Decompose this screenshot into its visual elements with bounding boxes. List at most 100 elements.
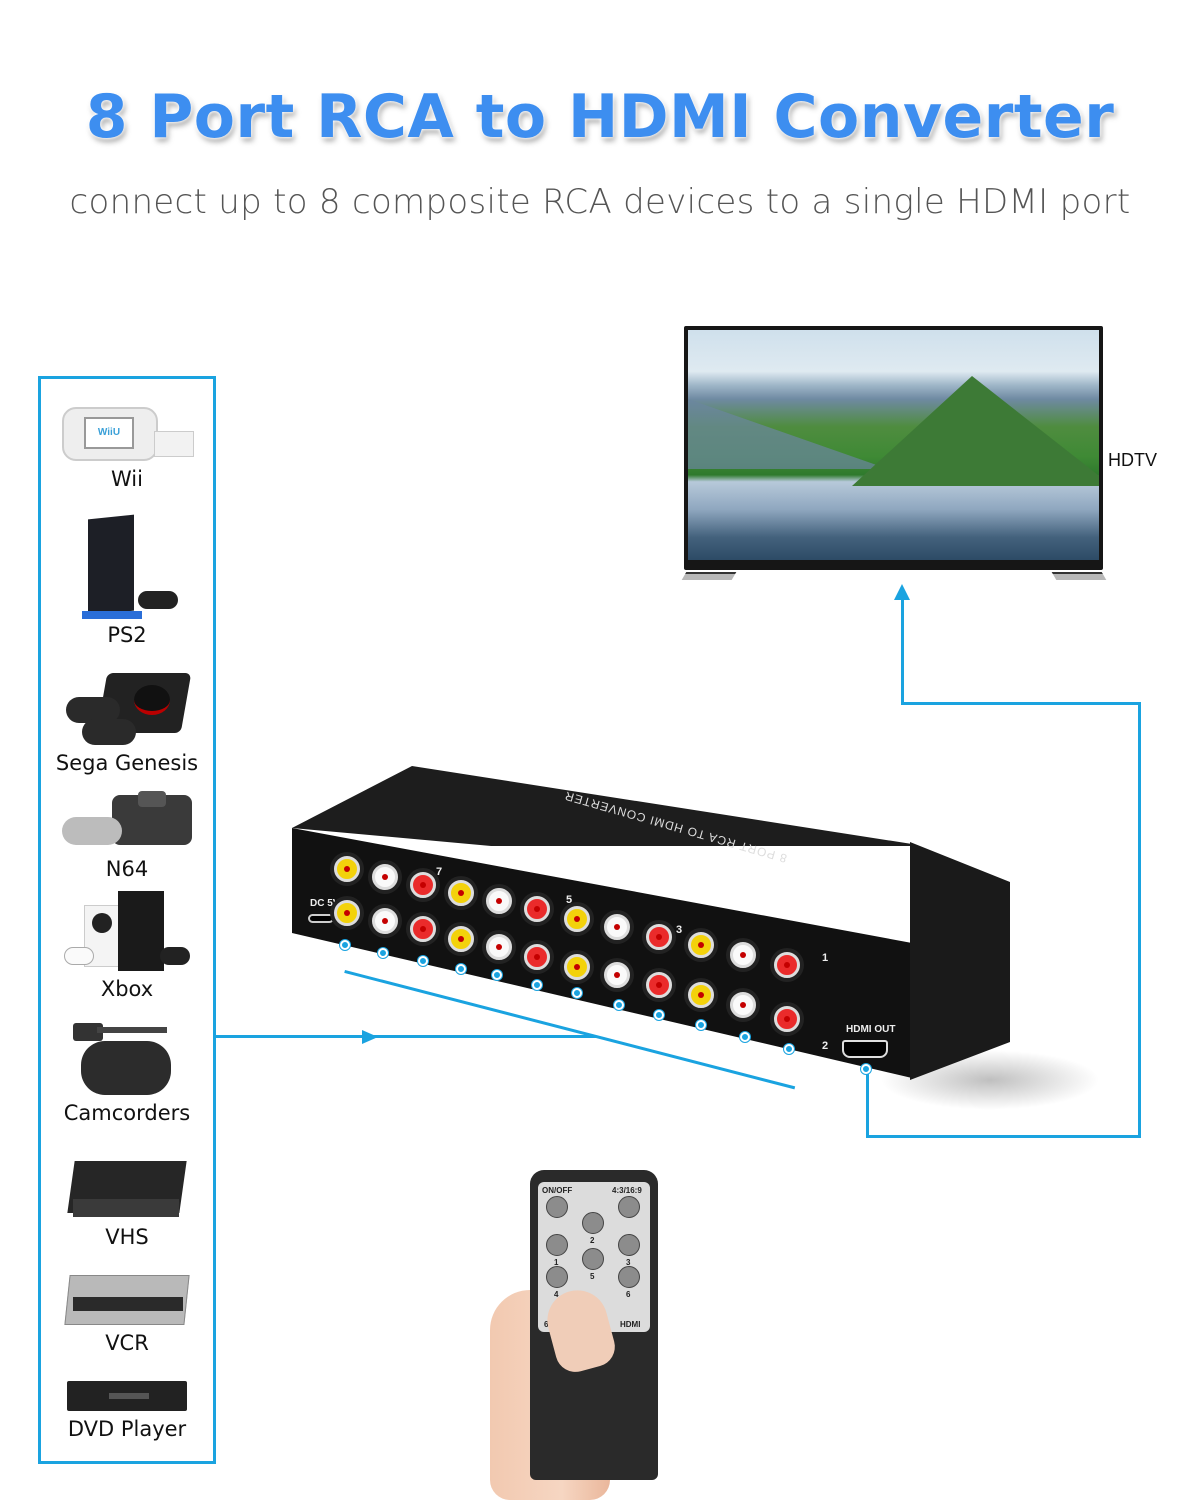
remote-button-1[interactable] [546,1234,568,1256]
device-label: VCR [105,1331,149,1355]
rca-jack-video [334,856,360,882]
connector-dot [740,1032,750,1042]
connector-dot [340,940,350,950]
remote-label-on-off: ON/OFF [542,1186,573,1195]
tv-stand-right [1051,572,1107,580]
connector-dot [572,988,582,998]
device-label: Wii [111,467,143,491]
rca-jack-audio-right [646,972,672,998]
device-xbox: Xbox [41,889,213,1001]
rca-jack-video [688,982,714,1008]
rca-jack-video [688,932,714,958]
power-label: DC 5V [310,898,340,909]
rca-jack-audio-right [774,952,800,978]
port-number: 1 [822,952,829,964]
dvd-player-icon [65,1377,189,1415]
tv-label: HDTV [1108,450,1157,470]
rca-jack-video [564,906,590,932]
arrow-up-icon [894,584,910,600]
remote-power-button[interactable] [546,1196,568,1218]
hdmi-connector-line [1138,702,1141,1138]
connector-dot [654,1010,664,1020]
remote-label-hdmi: HDMI [620,1320,641,1329]
device-sega-genesis: Sega Genesis [41,671,213,775]
hdmi-connector-line [866,1135,1141,1138]
connector-dot [614,1000,624,1010]
rca-jack-video [448,880,474,906]
wii-u-console-icon: WiiU [62,403,194,465]
rca-jack-audio-right [410,916,436,942]
device-label: VHS [105,1225,149,1249]
remote-aspect-button[interactable] [618,1196,640,1218]
page-subtitle: connect up to 8 composite RCA devices to… [69,182,1131,222]
rca-jack-audio-left [486,934,512,960]
device-vhs: VHS [41,1159,213,1249]
n64-console-icon [62,791,192,855]
remote-button-3[interactable] [618,1234,640,1256]
arrow-right-icon [362,1030,378,1044]
rca-jack-audio-left [372,864,398,890]
ps2-console-icon [72,514,182,621]
camcorder-icon [67,1019,187,1099]
port-number: 7 [436,866,443,878]
remote-button-4[interactable] [546,1266,568,1288]
tv-stand-left [681,572,737,580]
hdtv [684,326,1103,570]
rca-jack-audio-left [372,908,398,934]
device-label: Sega Genesis [55,751,199,775]
port-number: 2 [822,1040,829,1052]
remote-label: 5 [590,1272,595,1281]
device-n64: N64 [41,791,213,881]
device-wii: WiiU Wii [41,403,213,491]
device-camcorders: Camcorders [41,1019,213,1125]
rca-jack-video [334,900,360,926]
device-label: Xbox [100,977,154,1001]
sega-genesis-console-icon [62,671,192,749]
rca-jack-audio-left [730,992,756,1018]
remote-label: 1 [554,1258,559,1267]
device-label: PS2 [107,623,147,647]
remote-label: 2 [590,1236,595,1245]
rca-jack-audio-right [524,896,550,922]
device-label: DVD Player [67,1417,187,1441]
remote-label: 4 [554,1290,559,1299]
hdmi-connector-line [866,1068,869,1138]
remote-button-2[interactable] [582,1212,604,1234]
hdmi-connector-line [901,702,1141,705]
vcr-icon [63,1273,191,1329]
port-number: 5 [566,894,573,906]
source-devices-panel: WiiU Wii PS2 Sega Genesis N64 [38,376,216,1464]
remote-label: 6 [626,1290,631,1299]
rca-jack-video [448,926,474,952]
remote-button-6[interactable] [618,1266,640,1288]
remote-button-5[interactable] [582,1248,604,1270]
connector-dot [418,956,428,966]
rca-jack-audio-right [524,944,550,970]
device-label: Camcorders [63,1101,191,1125]
connector-dot [456,964,466,974]
rca-jack-audio-left [604,914,630,940]
connector-dot [696,1020,706,1030]
page-title: 8 Port RCA to HDMI Converter [85,82,1115,152]
device-dvd-player: DVD Player [41,1377,213,1441]
rca-jack-audio-left [604,962,630,988]
hdmi-connector-line [901,596,904,704]
converter-side [910,842,1010,1080]
connector-dot [532,980,542,990]
connector-dot [784,1044,794,1054]
connector-dot [861,1064,871,1074]
xbox-console-icon [62,889,192,975]
device-label: N64 [105,857,149,881]
rca-jack-audio-right [774,1006,800,1032]
connector-dot [492,970,502,980]
device-vcr: VCR [41,1273,213,1355]
rca-jack-audio-left [730,942,756,968]
connector-dot [378,948,388,958]
port-number: 3 [676,924,683,936]
vhs-player-icon [67,1159,187,1223]
rca-jack-audio-right [410,872,436,898]
rca-jack-audio-left [486,888,512,914]
usb-c-power-port [308,914,334,923]
rca-jack-video [564,954,590,980]
rca-connector-line [216,1035,596,1038]
